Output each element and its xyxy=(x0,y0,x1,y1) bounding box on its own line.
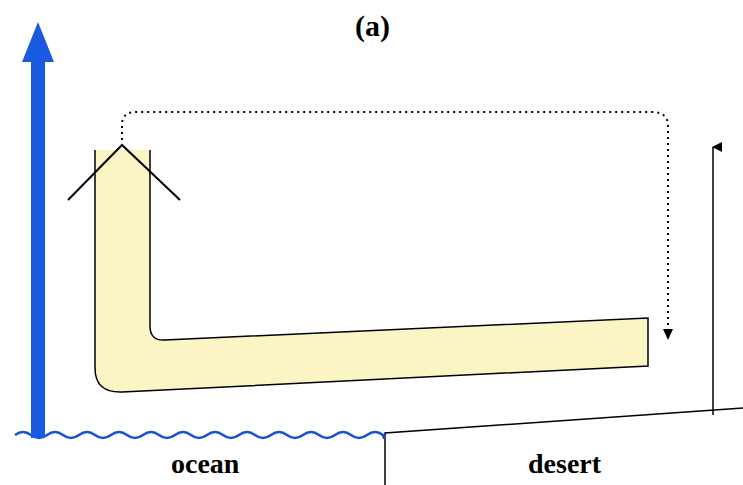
region-label: desert xyxy=(528,450,601,478)
panel-title: (a) xyxy=(355,11,390,41)
band-chevron xyxy=(68,145,180,200)
ocean-wave xyxy=(15,432,385,438)
region-label: ocean xyxy=(171,450,239,478)
desert-outline xyxy=(385,408,743,485)
flow-band-outline xyxy=(95,150,648,392)
blue-arrow-head xyxy=(22,22,54,62)
flow-band-fill xyxy=(95,150,648,392)
blue-arrow-shaft xyxy=(31,60,45,438)
dotted-return xyxy=(122,112,668,340)
desert-ground xyxy=(385,408,743,485)
height-arrow xyxy=(712,147,714,415)
